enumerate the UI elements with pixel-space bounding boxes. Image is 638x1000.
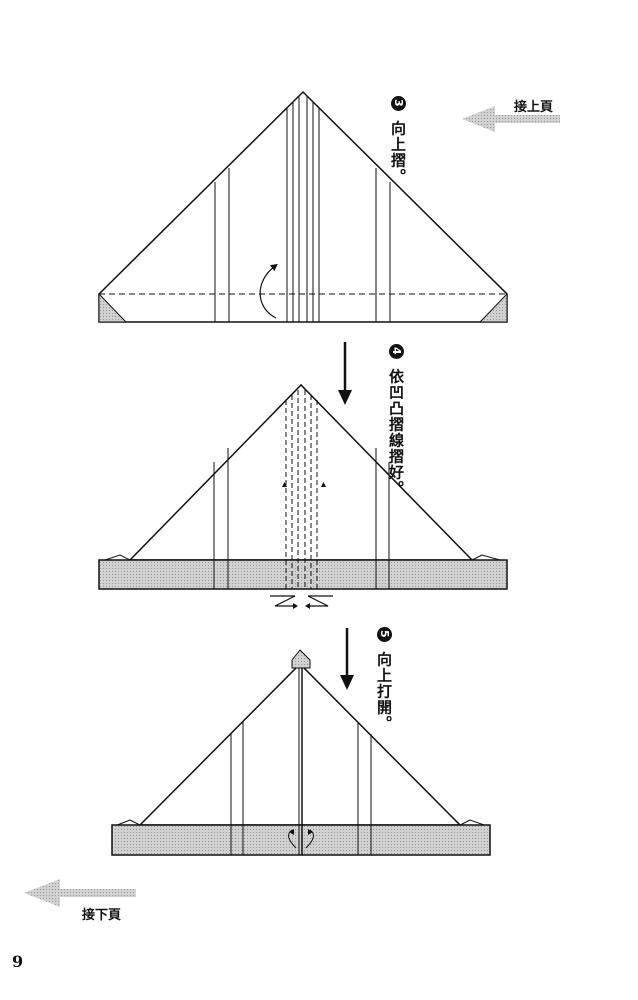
down-arrow-icon <box>340 628 354 690</box>
step5-number: 5 <box>377 627 392 642</box>
step3-figure <box>98 90 508 323</box>
prev-page-arrow-icon <box>462 106 560 132</box>
prev-page-label[interactable]: 接上頁 <box>514 100 554 115</box>
step3-text: 向上摺。 <box>389 120 407 185</box>
step4-instruction: 4 依凹凸摺線摺好。 <box>387 344 405 497</box>
page-number: 9 <box>12 952 24 971</box>
step5-instruction: 5 向上打開。 <box>375 627 393 732</box>
next-page-arrow-icon <box>24 879 136 907</box>
step5-text: 向上打開。 <box>375 651 393 732</box>
step5-figure <box>111 649 491 856</box>
step4-text: 依凹凸摺線摺好。 <box>387 368 405 497</box>
step3-instruction: 3 向上摺。 <box>389 96 407 185</box>
next-page-label[interactable]: 接下頁 <box>82 908 122 923</box>
step4-number: 4 <box>389 344 404 359</box>
step3-number: 3 <box>391 96 406 111</box>
step4-figure <box>98 383 508 609</box>
down-arrow-icon <box>338 342 352 405</box>
